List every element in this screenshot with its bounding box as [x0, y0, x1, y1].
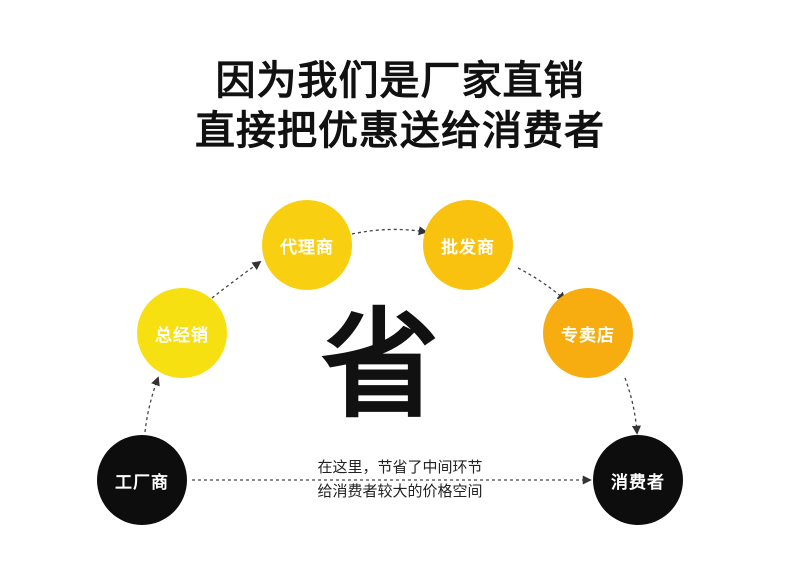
node-factory-label: 工厂商 [115, 472, 169, 493]
center-caption-line-2: 给消费者较大的价格空间 [317, 482, 483, 500]
center-caption-line-1: 在这里，节省了中间环节 [317, 458, 483, 476]
arrow-store-to-consumer [624, 377, 642, 435]
node-store-label: 专卖店 [561, 325, 615, 346]
node-wholesaler-label: 批发商 [441, 237, 495, 258]
node-factory: 工厂商 [97, 435, 187, 525]
node-consumer-label: 消费者 [611, 472, 665, 493]
node-agent-label: 代理商 [280, 237, 334, 258]
node-general-distributor-label: 总经销 [155, 325, 209, 346]
headline-line-1: 因为我们是厂家直销 [215, 57, 585, 104]
node-agent: 代理商 [262, 200, 352, 290]
arrow-general-to-agent [211, 260, 262, 299]
node-wholesaler: 批发商 [423, 200, 513, 290]
node-consumer: 消费者 [593, 435, 683, 525]
node-store: 专卖店 [543, 288, 633, 378]
center-save-character: 省 [320, 295, 439, 434]
headline-line-2: 直接把优惠送给消费者 [195, 107, 605, 154]
node-general-distributor: 总经销 [137, 288, 227, 378]
arrow-factory-to-general [144, 376, 160, 433]
arrow-wholesale-to-store [517, 267, 567, 302]
arrow-agent-to-wholesale [351, 226, 428, 236]
